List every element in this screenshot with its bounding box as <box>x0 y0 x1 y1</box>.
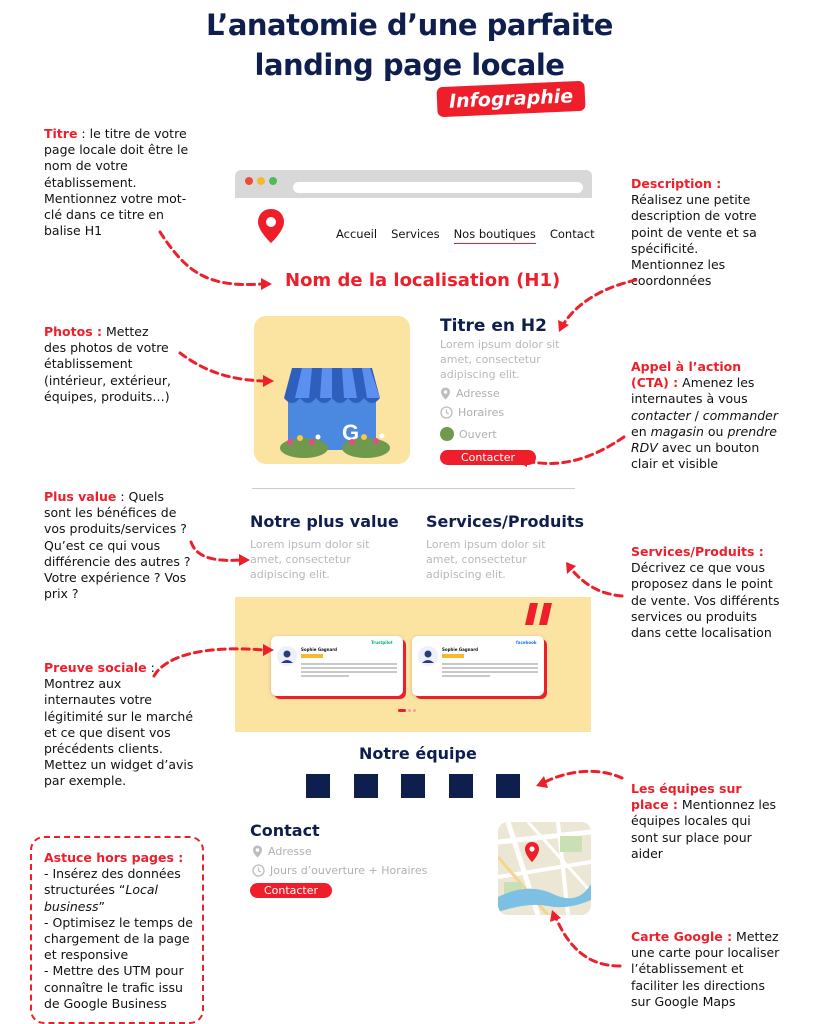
store-photo: G <box>254 316 410 464</box>
arrow-plus-value <box>189 540 244 562</box>
team-member-photo <box>401 774 425 798</box>
map-pin-icon <box>441 387 450 400</box>
nav-services[interactable]: Services <box>391 227 440 241</box>
info-ouvert: Ouvert <box>440 427 497 441</box>
page-title-line-1: L’anatomie d’une parfaite <box>206 8 613 42</box>
carousel-dot[interactable] <box>408 709 411 712</box>
note-titre: Titre : le titre de votre page locale do… <box>44 126 189 239</box>
carousel-dot-active[interactable] <box>398 709 406 712</box>
team-member-photo <box>496 774 520 798</box>
review-stars <box>442 654 464 658</box>
note-carte: Carte Google : Mettez une carte pour loc… <box>631 929 780 1009</box>
nav-contact[interactable]: Contact <box>549 227 595 241</box>
avatar-icon <box>418 646 438 666</box>
trustpilot-icon: Trustpilot <box>371 640 393 645</box>
map-icon <box>498 822 591 915</box>
team-member-photo <box>306 774 330 798</box>
equipe-title: Notre équipe <box>359 744 477 763</box>
contact-horaires: Jours d’ouverture + Horaires <box>252 864 427 877</box>
svg-text:G: G <box>342 420 359 445</box>
team-member-photo <box>354 774 378 798</box>
note-astuce: Astuce hors pages : - Insérez des donnée… <box>44 850 193 1011</box>
arrow-cta <box>524 435 626 465</box>
review-author: Sophie Gagnard <box>301 647 338 652</box>
quote-icon <box>525 603 552 625</box>
info-adresse: Adresse <box>440 387 500 400</box>
h2-lorem: Lorem ipsum dolor sit amet, consectetur … <box>440 338 560 381</box>
arrow-equipes <box>543 769 624 784</box>
nav-accueil[interactable]: Accueil <box>336 227 378 241</box>
clock-icon <box>252 864 265 877</box>
minimize-dot-icon <box>257 177 265 185</box>
arrow-titre <box>158 230 264 287</box>
map-pin-icon <box>253 845 262 858</box>
open-status-icon <box>440 427 454 441</box>
review-author: Sophie Gagnard <box>442 647 479 652</box>
team-member-photo <box>449 774 473 798</box>
plus-value-title: Notre plus value <box>250 512 399 531</box>
review-text <box>442 663 538 677</box>
review-card-1[interactable]: Sophie Gagnard Trustpilot <box>271 636 403 696</box>
review-text <box>301 663 397 677</box>
arrow-description <box>561 278 638 327</box>
note-cta: Appel à l’action (CTA) : Amenez les inte… <box>631 359 779 472</box>
location-pin-logo-icon <box>258 209 284 243</box>
h2-title: Titre en H2 <box>440 316 547 336</box>
google-my-business-store-icon: G <box>280 368 390 458</box>
astuce-box <box>30 836 204 1024</box>
arrow-carte <box>554 916 622 968</box>
page-title-line-2: landing page locale <box>254 48 565 82</box>
contacter-button-top[interactable]: Contacter <box>440 450 536 465</box>
services-lorem: Lorem ipsum dolor sit amet, consectetur … <box>426 538 546 581</box>
avatar-icon <box>277 646 297 666</box>
services-title: Services/Produits <box>426 512 584 531</box>
review-card-2[interactable]: Sophie Gagnard facebook <box>412 636 544 696</box>
note-plus-value: Plus value : Quels sont les bénéfices de… <box>44 489 191 602</box>
info-horaires: Horaires <box>440 406 504 419</box>
maximize-dot-icon <box>269 177 277 185</box>
plus-value-lorem: Lorem ipsum dolor sit amet, consectetur … <box>250 538 370 581</box>
h1-localisation: Nom de la localisation (H1) <box>285 270 561 291</box>
google-map[interactable] <box>498 822 591 915</box>
note-description: Description : Réalisez une petite descri… <box>631 176 757 289</box>
url-bar[interactable] <box>293 182 583 193</box>
review-stars <box>301 654 323 658</box>
contact-title: Contact <box>250 821 320 840</box>
reviews-section: Sophie Gagnard Trustpilot Sophie Gagnard… <box>235 597 591 732</box>
clock-icon <box>440 406 453 419</box>
note-photos: Photos : Mettez des photos de votre étab… <box>44 324 171 404</box>
divider <box>252 488 575 489</box>
contact-adresse: Adresse <box>252 845 312 858</box>
arrow-services <box>570 568 624 598</box>
note-preuve-sociale: Preuve sociale : Montrez aux internautes… <box>44 660 194 789</box>
facebook-icon: facebook <box>516 640 537 645</box>
arrow-photos <box>178 351 266 383</box>
close-dot-icon <box>245 177 253 185</box>
arrow-preuve <box>152 647 266 678</box>
nav-nos-boutiques[interactable]: Nos boutiques <box>453 227 536 244</box>
browser-bar <box>235 170 592 198</box>
contacter-button-bottom[interactable]: Contacter <box>250 883 332 898</box>
note-services: Services/Produits : Décrivez ce que vous… <box>631 544 780 641</box>
carousel-dot[interactable] <box>413 709 416 712</box>
note-equipes: Les équipes sur place : Mentionnez les é… <box>631 781 777 861</box>
site-nav: Accueil Services Nos boutiques Contact <box>336 223 595 244</box>
